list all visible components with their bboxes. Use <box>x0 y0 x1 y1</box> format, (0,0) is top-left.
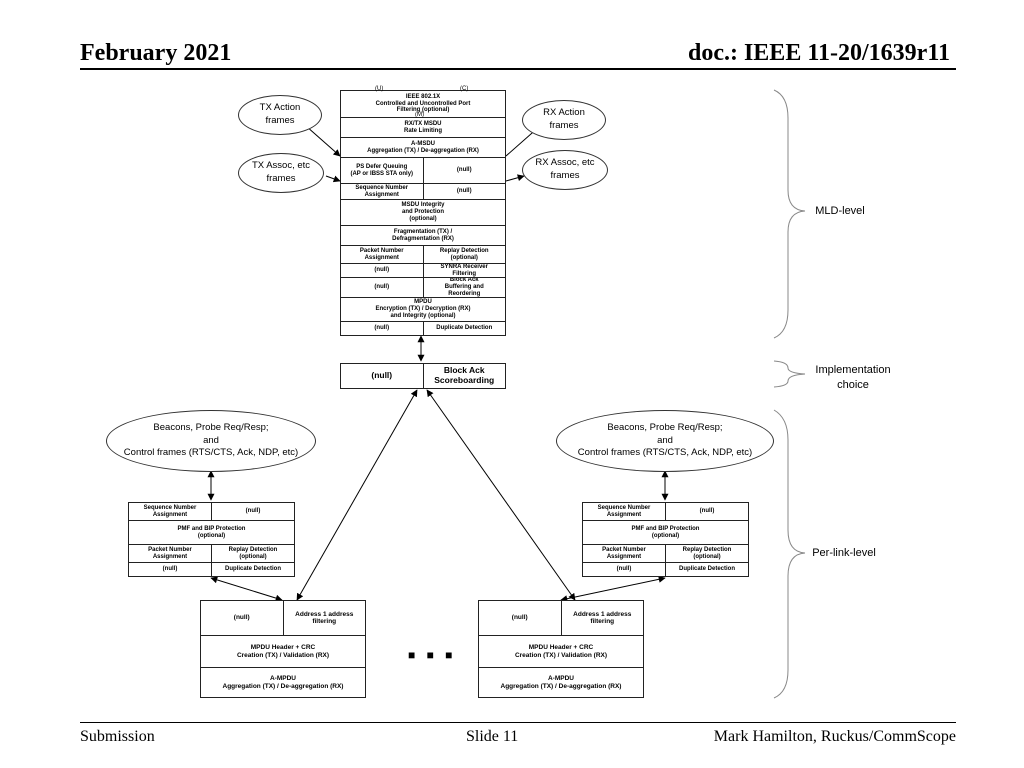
mpdu-header-block: MPDU Header + CRC Creation (TX) / Valida… <box>236 644 330 659</box>
address-filter-block: Address 1 address filtering <box>560 601 644 635</box>
sequence-number-block: Sequence Number Assignment <box>597 504 651 518</box>
oval-tx-assoc-frames: TX Assoc, etc frames <box>238 153 324 193</box>
label-mld-level: MLD-level <box>815 205 865 217</box>
arrow-left-link-to-phy <box>210 576 283 602</box>
footer-author: Mark Hamilton, Ruckus/CommScope <box>713 728 956 745</box>
block-ack-scoreboard: (null) Block Ack Scoreboarding <box>340 363 506 389</box>
oval-tx-action-frames: TX Action frames <box>238 95 322 135</box>
brace-impl <box>773 360 806 388</box>
label-per-link-level: Per-link-level <box>812 547 876 559</box>
mpdu-encryption-block: MPDU Encryption (TX) / Decryption (RX) a… <box>375 299 471 319</box>
replay-detection-block: Replay Detection (optional) <box>211 545 294 562</box>
address-filter-block: Address 1 address filtering <box>282 601 366 635</box>
duplicate-detection-block: Duplicate Detection <box>211 563 294 576</box>
arrow-right-link-to-phy <box>560 575 666 603</box>
ellipsis-more-links: ■ ■ ■ <box>408 648 457 662</box>
brace-per-link <box>773 409 806 699</box>
link-stack-left: Sequence Number Assignment (null) PMF an… <box>128 502 295 577</box>
null-block: (null) <box>616 566 632 573</box>
synra-filter-block: SYNRA Receiver Filtering <box>422 264 506 277</box>
sequence-number-block: Sequence Number Assignment <box>143 504 197 518</box>
header-date: February 2021 <box>80 40 232 66</box>
null-block: (null) <box>374 325 390 332</box>
oval-beacons-left: Beacons, Probe Req/Resp; and Control fra… <box>106 410 316 472</box>
ampdu-block: A-MPDU Aggregation (TX) / De-aggregation… <box>500 675 622 690</box>
null-block: (null) <box>374 267 390 274</box>
ps-defer-queuing-block: PS Defer Queuing (AP or IBSS STA only) <box>350 163 414 177</box>
null-block: (null) <box>211 503 294 520</box>
link-stack-right: Sequence Number Assignment (null) PMF an… <box>582 502 749 577</box>
oval-beacons-right: Beacons, Probe Req/Resp; and Control fra… <box>556 410 774 472</box>
arrow-scoreboard-left-link <box>296 389 418 601</box>
header-rule <box>80 68 956 70</box>
port-label-m: (M) <box>415 112 424 118</box>
amsdu-block: A-MSDU Aggregation (TX) / De-aggregation… <box>367 140 479 154</box>
packet-number-block: Packet Number Assignment <box>602 546 646 560</box>
replay-detection-block: Replay Detection (optional) <box>422 246 506 263</box>
arrow-tx-action <box>305 125 341 157</box>
null-block: (null) <box>422 184 506 199</box>
block-ack-buffering-block: Block Ack Buffering and Reordering <box>422 278 506 297</box>
mld-stack: IEEE 802.1X Controlled and Uncontrolled … <box>340 90 506 336</box>
oval-rx-assoc-frames: RX Assoc, etc frames <box>522 150 608 190</box>
pmf-bip-block: PMF and BIP Protection (optional) <box>631 525 700 539</box>
duplicate-detection-block: Duplicate Detection <box>665 563 748 576</box>
null-block: (null) <box>665 503 748 520</box>
arrow-scoreboard-right-link <box>426 389 576 601</box>
scoreboarding-block: Block Ack Scoreboarding <box>422 364 506 388</box>
port-label-c: (C) <box>460 86 469 92</box>
null-block: (null) <box>374 284 390 291</box>
footer-submission: Submission <box>80 728 155 745</box>
rate-limiting-block: RX/TX MSDU Rate Limiting <box>403 120 442 134</box>
sequence-number-block: Sequence Number Assignment <box>355 184 409 198</box>
arrow-rx-assoc <box>505 174 525 182</box>
replay-detection-block: Replay Detection (optional) <box>665 545 748 562</box>
null-block: (null) <box>162 566 178 573</box>
pmf-bip-block: PMF and BIP Protection (optional) <box>177 525 246 539</box>
arrow-tx-assoc <box>325 175 341 183</box>
oval-rx-action-frames: RX Action frames <box>522 100 606 140</box>
port-label-u: (U) <box>375 86 384 92</box>
mpdu-header-block: MPDU Header + CRC Creation (TX) / Valida… <box>514 644 608 659</box>
ampdu-block: A-MPDU Aggregation (TX) / De-aggregation… <box>222 675 344 690</box>
mpdu-stack-left: (null) Address 1 address filtering MPDU … <box>200 600 366 698</box>
header-doc-id: doc.: IEEE 11-20/1639r11 <box>687 40 950 66</box>
packet-number-block: Packet Number Assignment <box>359 247 404 261</box>
brace-mld <box>773 89 806 339</box>
null-block: (null) <box>422 158 506 183</box>
fragmentation-block: Fragmentation (TX) / Defragmentation (RX… <box>392 228 454 242</box>
msdu-integrity-block: MSDU Integrity and Protection (optional) <box>401 202 445 222</box>
label-implementation-choice: Implementation choice <box>815 364 891 391</box>
null-block: (null) <box>511 614 528 622</box>
footer-slide-number: Slide 11 <box>466 728 519 745</box>
null-block: (null) <box>233 614 250 622</box>
duplicate-detection-block: Duplicate Detection <box>422 322 506 335</box>
packet-number-block: Packet Number Assignment <box>148 546 192 560</box>
mpdu-stack-right: (null) Address 1 address filtering MPDU … <box>478 600 644 698</box>
null-block: (null) <box>371 370 393 381</box>
ieee8021x-block: IEEE 802.1X Controlled and Uncontrolled … <box>375 93 471 114</box>
footer-rule <box>80 722 956 723</box>
